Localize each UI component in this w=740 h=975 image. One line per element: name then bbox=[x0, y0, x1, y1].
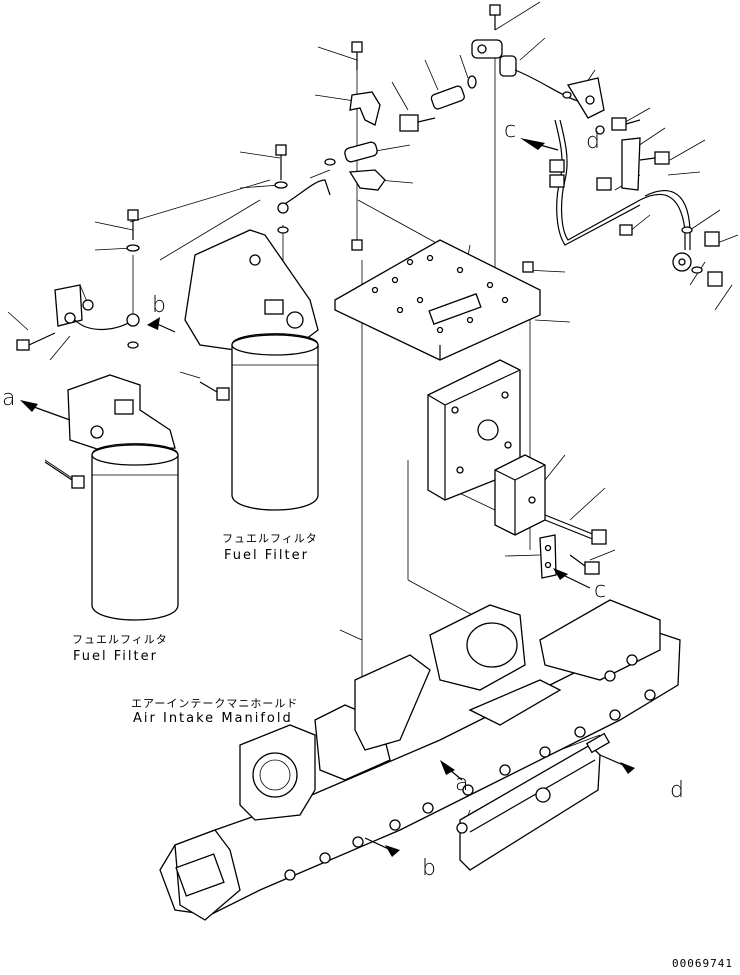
manifold-bolt-holes bbox=[284, 654, 656, 881]
callout-arrows bbox=[20, 138, 635, 857]
fuel-filter-right-label-jp: フュエルフィルタ bbox=[222, 532, 318, 545]
adapter-bracket bbox=[427, 359, 607, 579]
hardware-parts bbox=[16, 4, 601, 489]
callout-d-top: d bbox=[586, 129, 600, 154]
callout-c-mid: c bbox=[594, 578, 607, 603]
callout-a-bottom: a bbox=[455, 771, 469, 796]
mounting-plate bbox=[334, 239, 541, 361]
fuel-filter-right bbox=[184, 229, 319, 511]
fuel-filter-left bbox=[67, 374, 179, 621]
fuel-filter-left-label-en: Fuel Filter bbox=[73, 649, 158, 664]
callout-a-left: a bbox=[2, 386, 16, 411]
air-intake-manifold bbox=[159, 599, 681, 921]
callout-b-top: b bbox=[152, 293, 166, 318]
fuel-pipe-assembly bbox=[549, 77, 723, 287]
callout-c-top: c bbox=[504, 118, 517, 143]
fuel-filter-right-label-en: Fuel Filter bbox=[224, 548, 309, 563]
callout-b-bottom: b bbox=[422, 856, 436, 881]
drawing-number: 00069741 bbox=[672, 957, 733, 970]
callout-d-right: d bbox=[670, 778, 684, 803]
fuel-filter-left-label-jp: フュエルフィルタ bbox=[72, 633, 168, 646]
manifold-label-jp: エアーインテークマニホールド bbox=[131, 697, 299, 710]
manifold-label-en: Air Intake Manifold bbox=[133, 711, 293, 726]
